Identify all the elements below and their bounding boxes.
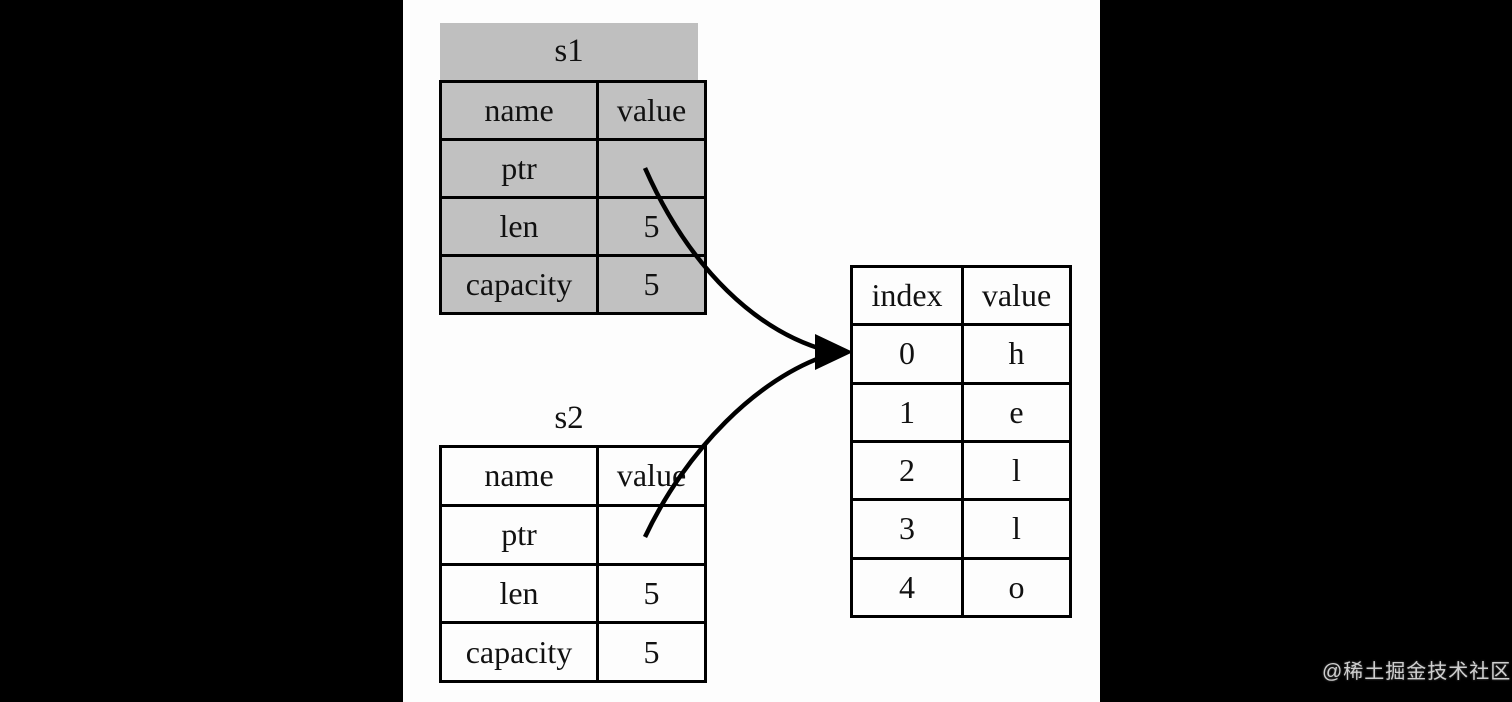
s1-len-value: 5 — [596, 196, 707, 257]
heap-row-3: 3 l — [850, 498, 1072, 560]
s2-header-row: name value — [439, 445, 707, 507]
s2-len-label: len — [439, 562, 599, 625]
s2-row-ptr: ptr — [439, 503, 707, 566]
heap-value-2: l — [961, 439, 1072, 502]
s2-ptr-label: ptr — [439, 503, 599, 566]
heap-row-2: 2 l — [850, 439, 1072, 502]
heap-header-value: value — [961, 264, 1072, 327]
s2-title: s2 — [554, 399, 584, 436]
s2-table: name value ptr len 5 capacity 5 — [439, 445, 707, 683]
s1-ptr-value — [596, 138, 707, 199]
s2-row-capacity: capacity 5 — [439, 621, 707, 683]
heap-index-2: 2 — [850, 439, 964, 502]
heap-index-0: 0 — [850, 323, 964, 385]
s1-header-name: name — [439, 80, 599, 141]
heap-index-3: 3 — [850, 498, 964, 560]
s1-table: name value ptr len 5 capacity 5 — [439, 80, 707, 315]
heap-index-4: 4 — [850, 556, 964, 619]
heap-value-3: l — [961, 498, 1072, 560]
arrowhead-icon — [815, 334, 853, 370]
s2-len-value: 5 — [596, 562, 707, 625]
s1-row-ptr: ptr — [439, 138, 707, 199]
s1-row-len: len 5 — [439, 196, 707, 257]
watermark-text: @稀土掘金技术社区 — [1322, 661, 1512, 683]
s2-header-name: name — [439, 445, 599, 507]
s2-ptr-value — [596, 503, 707, 566]
s1-row-capacity: capacity 5 — [439, 254, 707, 315]
s1-title: s1 — [554, 33, 584, 69]
s2-capacity-value: 5 — [596, 621, 707, 683]
s1-len-label: len — [439, 196, 599, 257]
heap-index-1: 1 — [850, 381, 964, 443]
s2-row-len: len 5 — [439, 562, 707, 625]
s1-header-value: value — [596, 80, 707, 141]
heap-value-4: o — [961, 556, 1072, 619]
heap-row-0: 0 h — [850, 323, 1072, 385]
heap-value-0: h — [961, 323, 1072, 385]
heap-row-1: 1 e — [850, 381, 1072, 443]
heap-row-4: 4 o — [850, 556, 1072, 619]
heap-value-1: e — [961, 381, 1072, 443]
s1-title-band: s1 — [440, 23, 698, 80]
s2-capacity-label: capacity — [439, 621, 599, 683]
s1-capacity-label: capacity — [439, 254, 599, 315]
s1-header-row: name value — [439, 80, 707, 141]
diagram-canvas: s1 name value ptr len 5 capacity 5 s2 — [403, 0, 1100, 702]
heap-header-row: index value — [850, 264, 1072, 327]
s1-ptr-label: ptr — [439, 138, 599, 199]
s2-title-band: s2 — [440, 392, 698, 444]
s1-capacity-value: 5 — [596, 254, 707, 315]
s2-header-value: value — [596, 445, 707, 507]
heap-header-index: index — [850, 264, 964, 327]
heap-table: index value 0 h 1 e 2 l 3 l 4 o — [850, 264, 1072, 619]
